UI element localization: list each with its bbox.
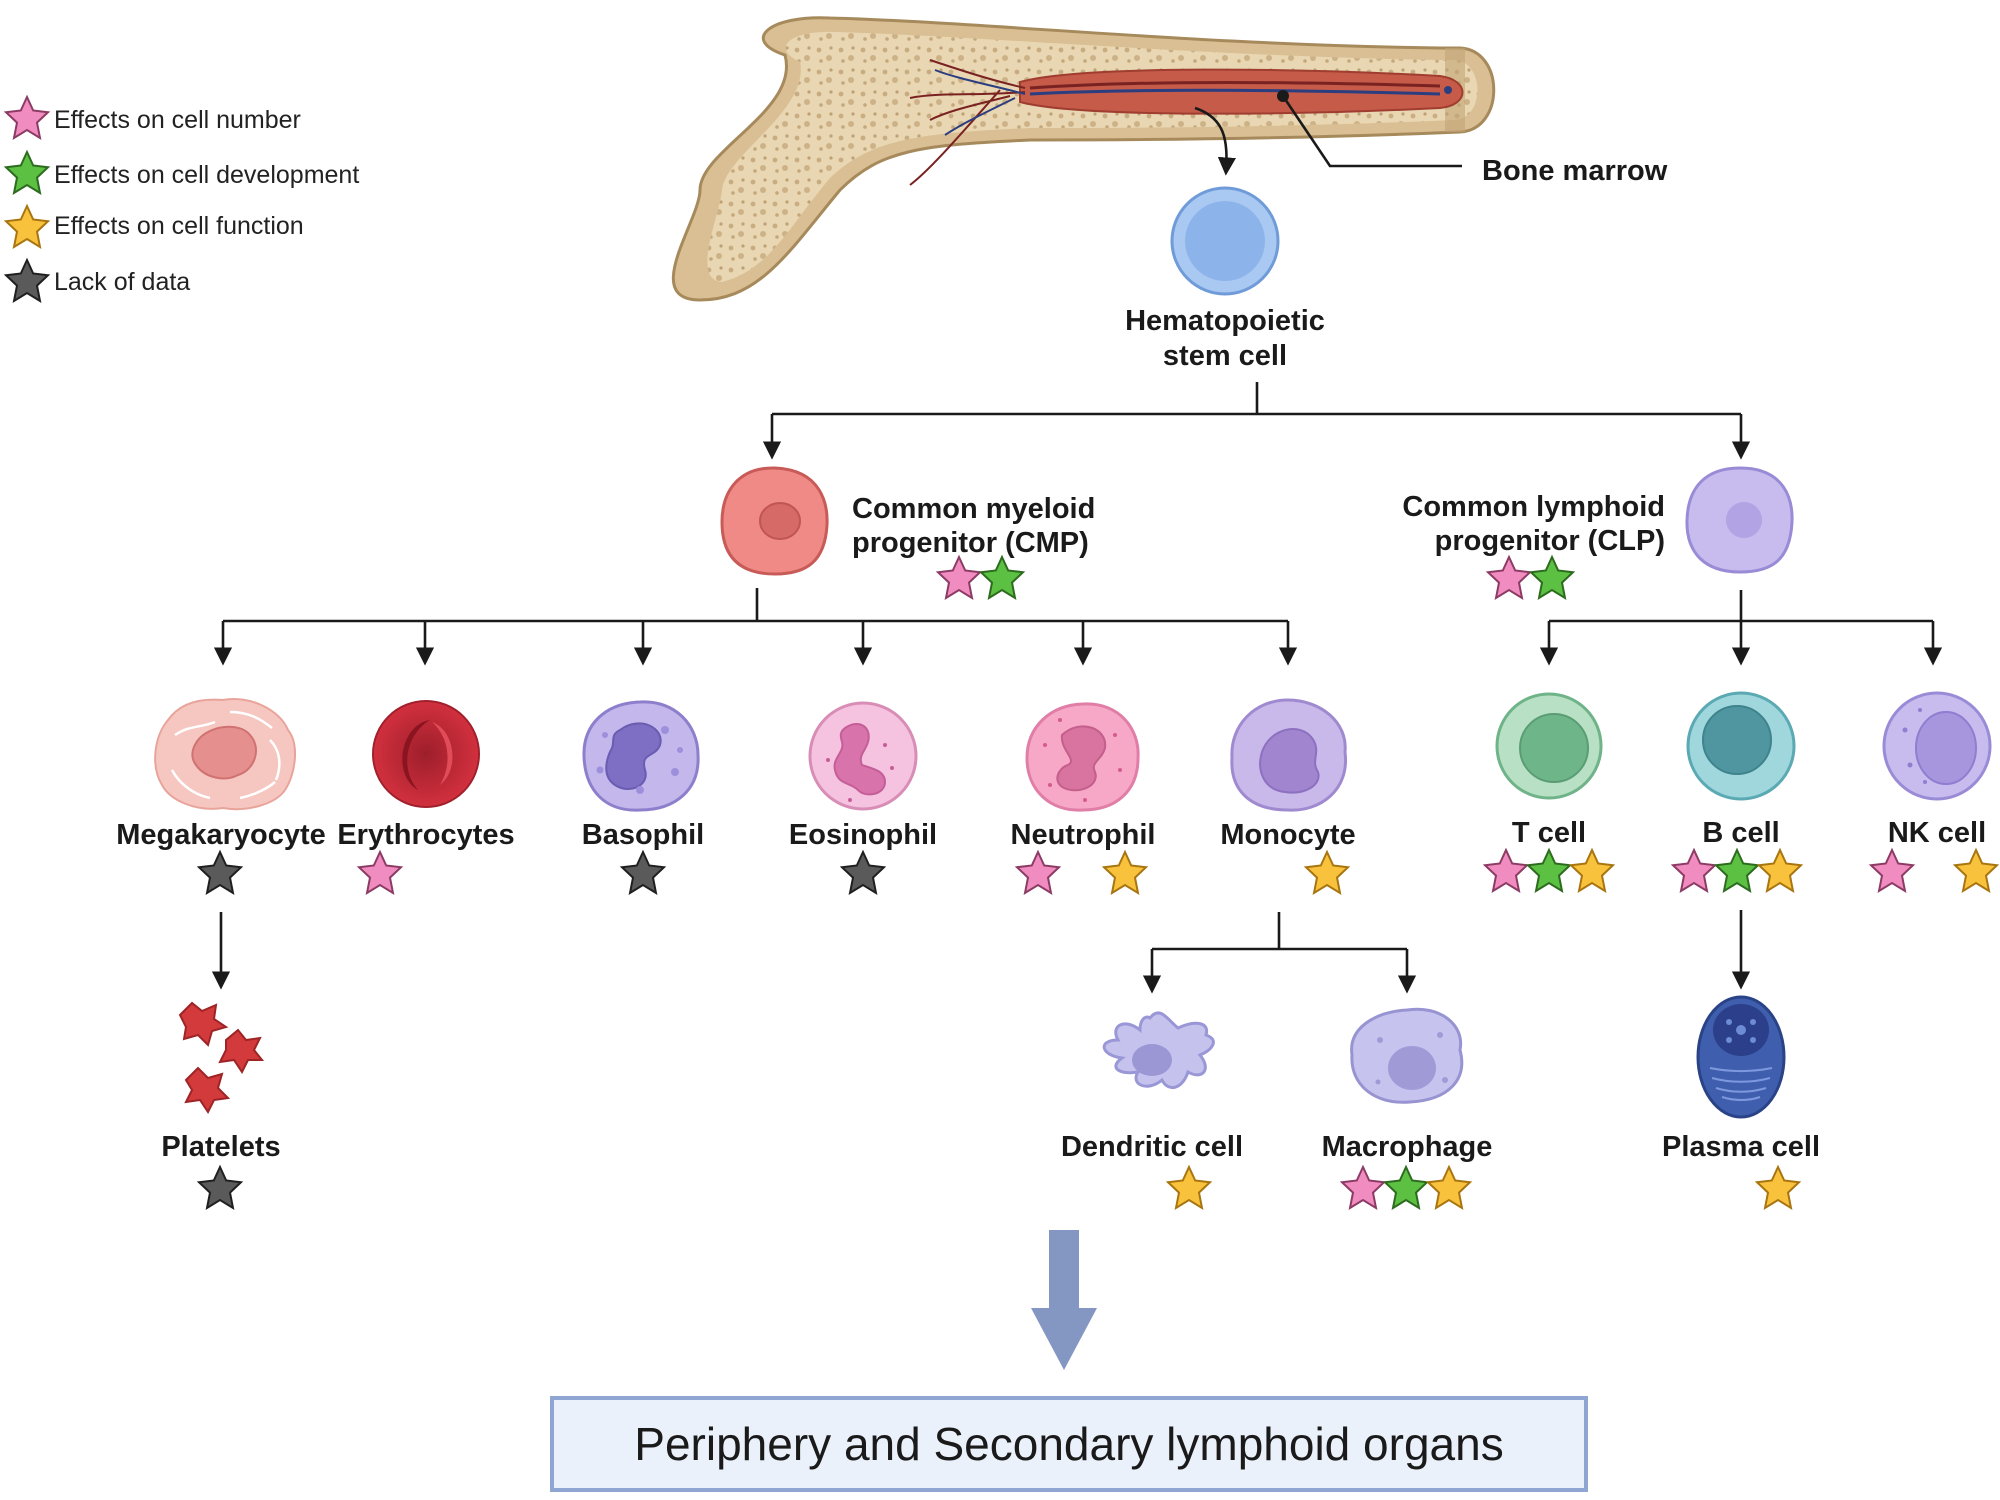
legend-item-lack: Lack of data [3,257,190,304]
t-cell-icon [1495,692,1603,800]
neutrophil-icon [1025,702,1140,812]
cmp-cell-icon [720,466,829,576]
star-icon [3,203,51,250]
neutrophil-label: Neutrophil [1011,819,1156,851]
legend-item-number: Effects on cell number [3,94,301,141]
star-icon [1756,847,1804,894]
eosinophil-stars [839,849,887,896]
star-icon [1670,847,1718,894]
hsc-label-line1: Hematopoietic [1125,305,1325,337]
megakaryocyte-label: Megakaryocyte [116,819,326,851]
star-icon [196,849,244,896]
star-icon [1165,1164,1213,1211]
basophil-stars [619,849,667,896]
erythrocytes-label: Erythrocytes [337,819,514,851]
b-cell-stars [1670,847,1804,894]
star-icon [3,149,51,196]
cmp-label-line2: progenitor (CMP) [852,527,1089,559]
basophil-icon [582,700,700,812]
clp-cell-icon [1685,466,1794,574]
bone-marrow-label: Bone marrow [1482,155,1668,187]
macrophage-label: Macrophage [1322,1131,1493,1163]
nk-cell-label: NK cell [1888,817,1986,849]
platelets-label: Platelets [161,1131,280,1163]
star-icon [196,1164,244,1211]
b-cell-icon [1686,691,1796,801]
svg-text:Lack of data: Lack of data [54,268,190,296]
monocyte-label: Monocyte [1220,819,1355,851]
erythrocyte-icon [372,700,480,808]
star-icon [356,849,404,896]
star-icon [1525,847,1573,894]
clp-stars [1485,554,1576,601]
down-arrow-icon [1031,1230,1097,1370]
monocyte-icon [1230,698,1348,812]
eosinophil-icon [808,701,918,811]
basophil-label: Basophil [582,819,704,851]
legend: Effects on cell number Effects on cell d… [3,94,359,304]
star-icon [1425,1164,1473,1211]
star-icon [935,554,983,601]
star-icon [1485,554,1533,601]
platelets-stars [196,1164,244,1211]
eosinophil-label: Eosinophil [789,819,937,851]
star-icon [1014,849,1062,896]
star-icon [3,257,51,304]
neutrophil-stars [1014,849,1149,896]
dendritic-cell-stars [1165,1164,1213,1211]
star-icon [3,94,51,141]
plasma-cell-icon [1696,995,1786,1119]
destination-box: Periphery and Secondary lymphoid organs [550,1396,1588,1492]
platelets-icon [178,1001,265,1114]
star-icon [1382,1164,1430,1211]
nk-cell-stars [1868,847,2000,894]
bone-icon [671,16,1496,302]
monocyte-stars [1303,849,1351,896]
legend-item-function: Effects on cell function [3,203,304,250]
macrophage-stars [1339,1164,1473,1211]
star-icon [619,849,667,896]
star-icon [1482,847,1530,894]
megakaryocyte-icon [154,698,296,811]
dendritic-cell-icon [1102,1011,1215,1089]
nk-cell-icon [1882,691,1992,801]
destination-label: Periphery and Secondary lymphoid organs [634,1418,1503,1470]
star-icon [1754,1164,1802,1211]
star-icon [978,554,1026,601]
legend-item-development: Effects on cell development [3,149,359,196]
star-icon [1713,847,1761,894]
t-cell-stars [1482,847,1616,894]
clp-label-line2: progenitor (CLP) [1435,525,1665,557]
b-cell-label: B cell [1702,817,1779,849]
star-icon [839,849,887,896]
megakaryocyte-stars [196,849,244,896]
star-icon [1528,554,1576,601]
macrophage-icon [1350,1007,1464,1104]
plasma-cell-stars [1754,1164,1802,1211]
plasma-cell-label: Plasma cell [1662,1131,1820,1163]
star-icon [1339,1164,1387,1211]
star-icon [1101,849,1149,896]
hematopoietic-stem-cell-icon [1170,186,1280,296]
cmp-stars [935,554,1026,601]
clp-label-line1: Common lymphoid [1402,491,1665,523]
star-icon [1868,847,1916,894]
cmp-label-line1: Common myeloid [852,493,1095,525]
erythrocytes-stars [356,849,404,896]
t-cell-label: T cell [1512,817,1586,849]
svg-text:Effects on cell function: Effects on cell function [54,212,304,240]
svg-text:Effects on cell development: Effects on cell development [54,161,359,189]
star-icon [1952,847,2000,894]
hsc-label-line2: stem cell [1163,340,1287,372]
star-icon [1568,847,1616,894]
dendritic-cell-label: Dendritic cell [1061,1131,1243,1163]
svg-text:Effects on cell number: Effects on cell number [54,106,301,134]
star-icon [1303,849,1351,896]
